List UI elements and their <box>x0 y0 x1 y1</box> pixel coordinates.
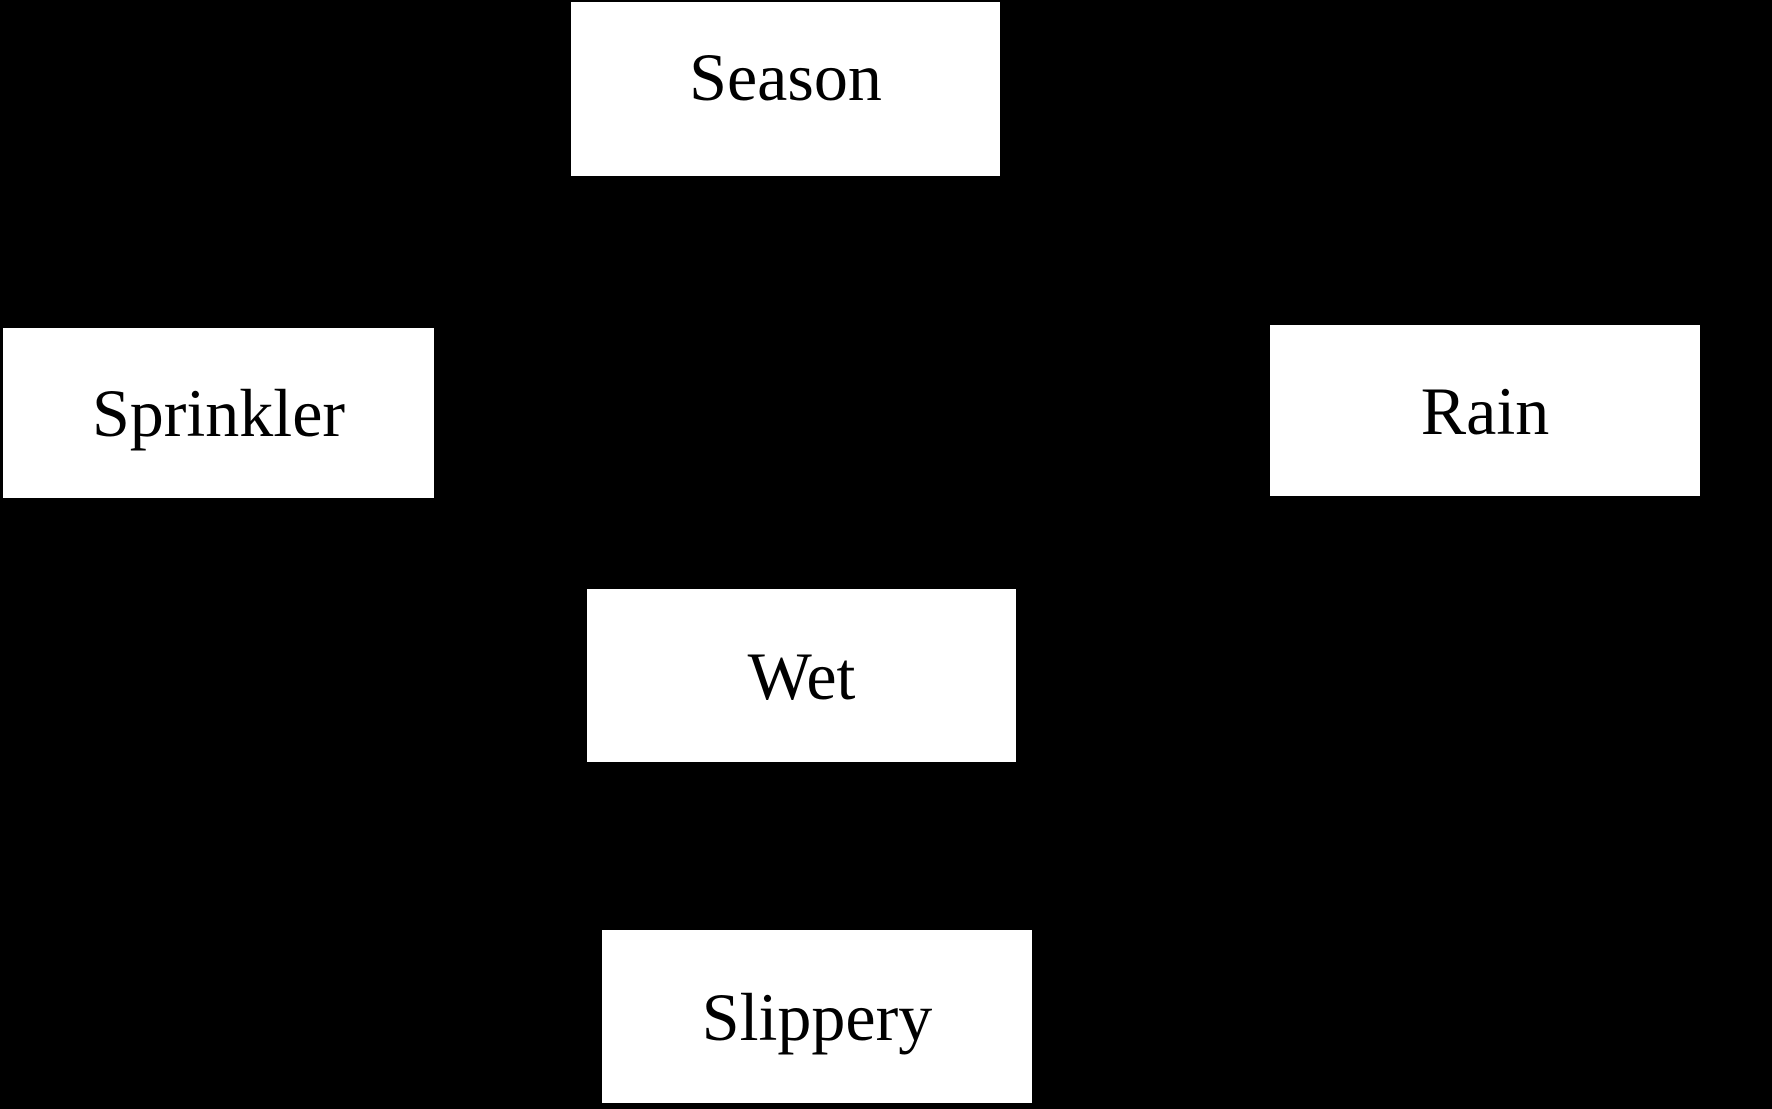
node-wet: Wet <box>587 589 1016 762</box>
node-wet-label: Wet <box>747 637 856 714</box>
node-season-label: Season <box>689 39 882 115</box>
node-slippery-label: Slippery <box>701 978 933 1055</box>
node-sprinkler-label: Sprinkler <box>91 375 346 451</box>
node-rain: Rain <box>1270 325 1700 496</box>
node-slippery: Slippery <box>602 930 1032 1103</box>
node-season: Season <box>571 2 1000 176</box>
node-rain-label: Rain <box>1420 372 1550 449</box>
node-sprinkler: Sprinkler <box>3 328 434 498</box>
